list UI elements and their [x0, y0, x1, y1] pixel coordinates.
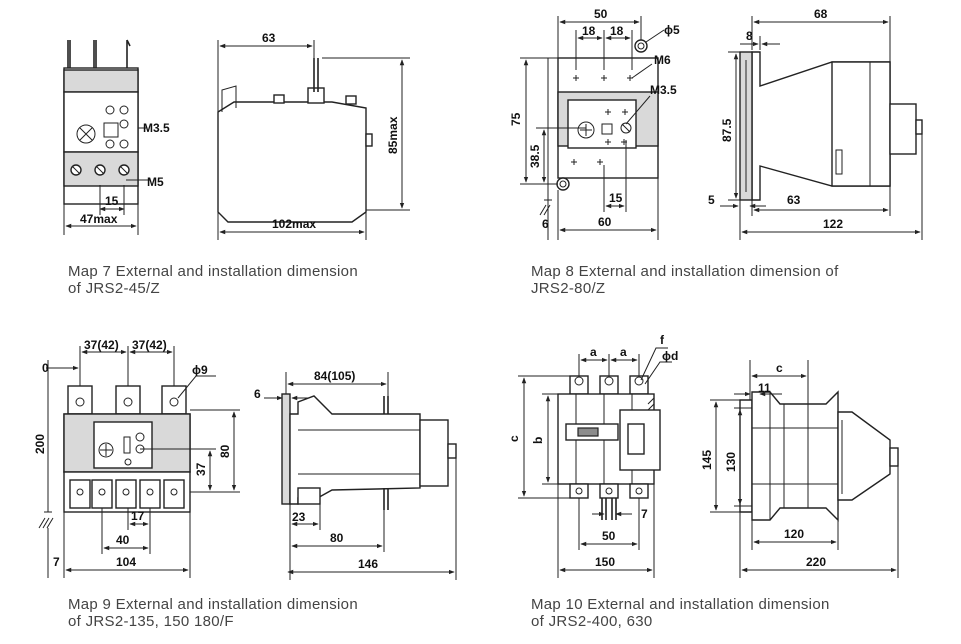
map9-dim-80v: 80 [218, 444, 232, 458]
map8-dim-5: 5 [708, 193, 715, 207]
map8-caption: Map 8 External and installation dimensio… [531, 263, 839, 297]
map7-dim-102max: 102max [272, 217, 316, 231]
map8-caption-line1: Map 8 External and installation dimensio… [531, 263, 839, 280]
map9-dim-200: 200 [33, 434, 47, 454]
map7-dim-15: 15 [105, 194, 119, 208]
map8-dim-18a: 18 [582, 24, 596, 38]
map10-dim-a2: a [620, 345, 627, 359]
map10-caption-line1: Map 10 External and installation dimensi… [531, 596, 830, 613]
map9-dim-84: 84(105) [314, 369, 355, 383]
map8-dim-68: 68 [814, 7, 828, 21]
map9-caption-line1: Map 9 External and installation dimensio… [68, 596, 358, 613]
map8-dim-75: 75 [509, 112, 523, 126]
map9-dim-37b: 37(42) [132, 338, 167, 352]
map8-dim-15: 15 [609, 191, 623, 205]
map10-side-view [710, 360, 899, 578]
map9-dim-80: 80 [330, 531, 344, 545]
map7-m5-label: M5 [147, 175, 164, 189]
map9-dim-17: 17 [131, 509, 145, 523]
map10-dim-b: b [531, 437, 545, 444]
map8-caption-line2: JRS2-80/Z [531, 280, 606, 297]
map7-dim-85max: 85max [386, 116, 400, 154]
map10-dim-7: 7 [641, 507, 648, 521]
map10-dim-11: 11 [758, 381, 771, 395]
map10-dim-50: 50 [602, 529, 616, 543]
map9-dim-40: 40 [116, 533, 130, 547]
map8-dim-6: 6 [542, 217, 549, 231]
map7-dim-63: 63 [262, 31, 276, 45]
map7-side-view [217, 40, 410, 240]
map9-dim-7: 7 [53, 555, 60, 569]
map8-dim-50: 50 [594, 7, 608, 21]
map8-dim-63: 63 [787, 193, 801, 207]
map10-dim-220: 220 [806, 555, 826, 569]
map10-caption: Map 10 External and installation dimensi… [531, 596, 830, 630]
map10-dim-a1: a [590, 345, 597, 359]
map8-m35-label: M3.5 [650, 83, 677, 97]
map10-dim-145: 145 [700, 450, 714, 470]
map10-caption-line2: of JRS2-400, 630 [531, 613, 653, 630]
map8-dim-122: 122 [823, 217, 843, 231]
map8-dim-38-5: 38.5 [528, 144, 542, 168]
map10-phid-label: ϕd [662, 349, 678, 363]
map7-caption: Map 7 External and installation dimensio… [68, 263, 358, 297]
map9-caption: Map 9 External and installation dimensio… [68, 596, 358, 630]
map8-dim-60: 60 [598, 215, 612, 229]
map8-front-view [520, 16, 665, 240]
map9-dim-23: 23 [292, 510, 306, 524]
map9-phi9-label: ϕ9 [192, 363, 208, 377]
map7-front-view [63, 39, 150, 235]
map8-phi5-label: ϕ5 [664, 23, 680, 37]
map10-front-view [518, 347, 672, 578]
map9-front-view [38, 346, 240, 578]
map8-dim-87-5: 87.5 [720, 118, 734, 142]
map7-caption-line2: of JRS2-45/Z [68, 280, 160, 297]
map9-dim-37a: 37(42) [84, 338, 119, 352]
map9-side-view [264, 372, 457, 580]
map8-side-view [720, 16, 923, 240]
map7-caption-line1: Map 7 External and installation dimensio… [68, 263, 358, 280]
map10-dim-130: 130 [724, 452, 738, 472]
map8-dim-18b: 18 [610, 24, 624, 38]
map9-caption-line2: of JRS2-135, 150 180/F [68, 613, 234, 630]
map8-m6-label: M6 [654, 53, 671, 67]
map7-dim-47max: 47max [80, 212, 118, 226]
map9-dim-0: 0 [42, 361, 49, 375]
map10-dim-c2: c [776, 361, 783, 375]
map10-dim-120: 120 [784, 527, 804, 541]
map9-dim-6: 6 [254, 387, 261, 401]
map7-m35-label: M3.5 [143, 121, 170, 135]
map8-dim-8: 8 [746, 29, 753, 43]
map10-dim-c: c [507, 435, 521, 442]
map9-dim-37: 37 [194, 462, 208, 476]
map10-f-label: f [660, 333, 665, 347]
map10-dim-150: 150 [595, 555, 615, 569]
map9-dim-104: 104 [116, 555, 136, 569]
map9-dim-146: 146 [358, 557, 378, 571]
